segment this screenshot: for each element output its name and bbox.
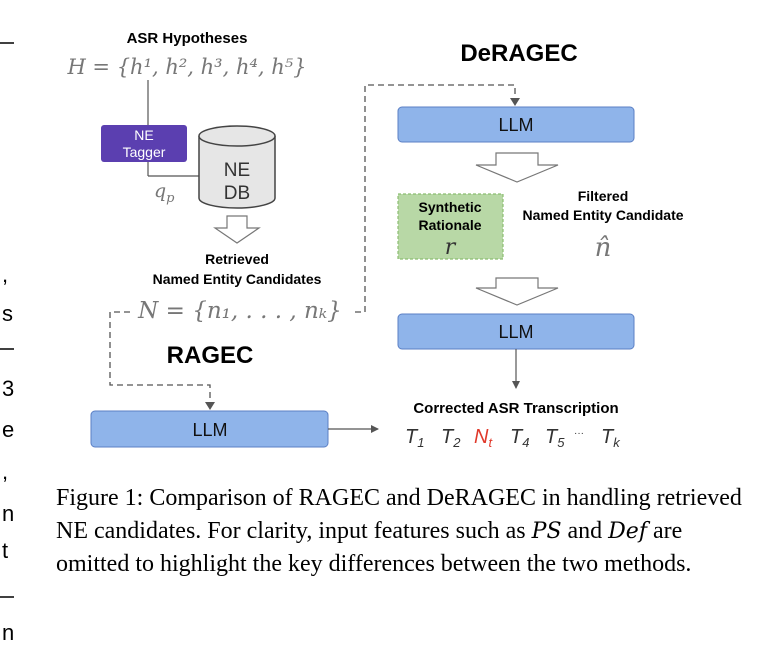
caption-math: PS [531,519,562,544]
ne-db-cylinder [198,125,276,209]
synthetic-rationale-box [397,193,504,260]
caption-text: are omitted to highlight the key differe… [56,518,692,577]
fragment-text: e [2,417,14,442]
deragec-llm-top-label: LLM [498,115,533,135]
token-ellipsis: ··· [574,428,584,439]
ragec-title: RAGEC [167,342,254,369]
rationale-label: Rationale [418,217,481,233]
fragment-text: 3 [2,376,14,401]
caption-math: Def [608,519,647,544]
ne-db-label: NE [224,160,250,181]
corrected-title: Corrected ASR Transcription [413,400,618,417]
fragment-text: , [2,459,8,484]
retrieved-label: Retrieved [205,251,269,267]
ragec-dashed-path [109,311,211,404]
hollow-down-arrow-icon [213,215,261,244]
deragec-dashed-path [355,84,516,313]
token-nt-highlight: Nt [474,426,493,450]
token-t5: T5 [545,426,565,450]
ne-db-label: DB [224,183,250,204]
token-t2: T2 [441,426,461,450]
query-label: qp [154,180,175,206]
ne-tagger-label: NE [134,127,153,143]
fragment-text: s [2,301,13,326]
asr-hypotheses-title: ASR Hypotheses [127,30,248,47]
token-tk: Tk [601,426,621,450]
ragec-arrowhead [205,402,215,410]
token-t1: T1 [405,426,424,450]
filtered-label: Filtered [578,188,629,204]
deragec-llm-top-box [397,106,635,143]
caption-text: and [561,518,609,544]
deragec-arrowhead [510,98,520,106]
rationale-symbol: r [445,235,457,260]
filtered-label: Named Entity Candidate [522,207,683,223]
caption-text: Figure 1: Comparison of RAGEC and DeRAGE… [56,485,742,544]
deragec-title: DeRAGEC [460,40,577,67]
token-t4: T4 [510,426,529,450]
hollow-down-arrow-icon [475,152,559,183]
deragec-llm-bottom-label: LLM [498,322,533,342]
fragment-text: t [2,538,8,563]
candidates-formula: N = {n₁, . . . , nₖ} [137,298,342,324]
ne-tagger-box [101,125,187,162]
fragment-text: n [2,620,14,645]
figure-caption: Figure 1: Comparison of RAGEC and DeRAGE… [56,482,756,581]
hollow-down-arrow-icon [475,277,559,306]
retrieved-label: Named Entity Candidates [153,271,322,287]
transcription-tokens: T1 T2 Nt T4 T5 ··· Tk [405,426,621,450]
ne-tagger-label: Tagger [123,144,166,160]
ragec-llm-label: LLM [192,420,227,440]
asr-hypotheses-formula: H = {h¹, h², h³, h⁴, h⁵} [66,55,306,79]
rationale-label: Synthetic [418,199,481,215]
left-margin-fragments: , s 3 e , n t n [0,42,14,645]
fragment-text: , [2,262,8,287]
fragment-text: n [2,501,14,526]
filtered-symbol: n̂ [595,233,612,263]
